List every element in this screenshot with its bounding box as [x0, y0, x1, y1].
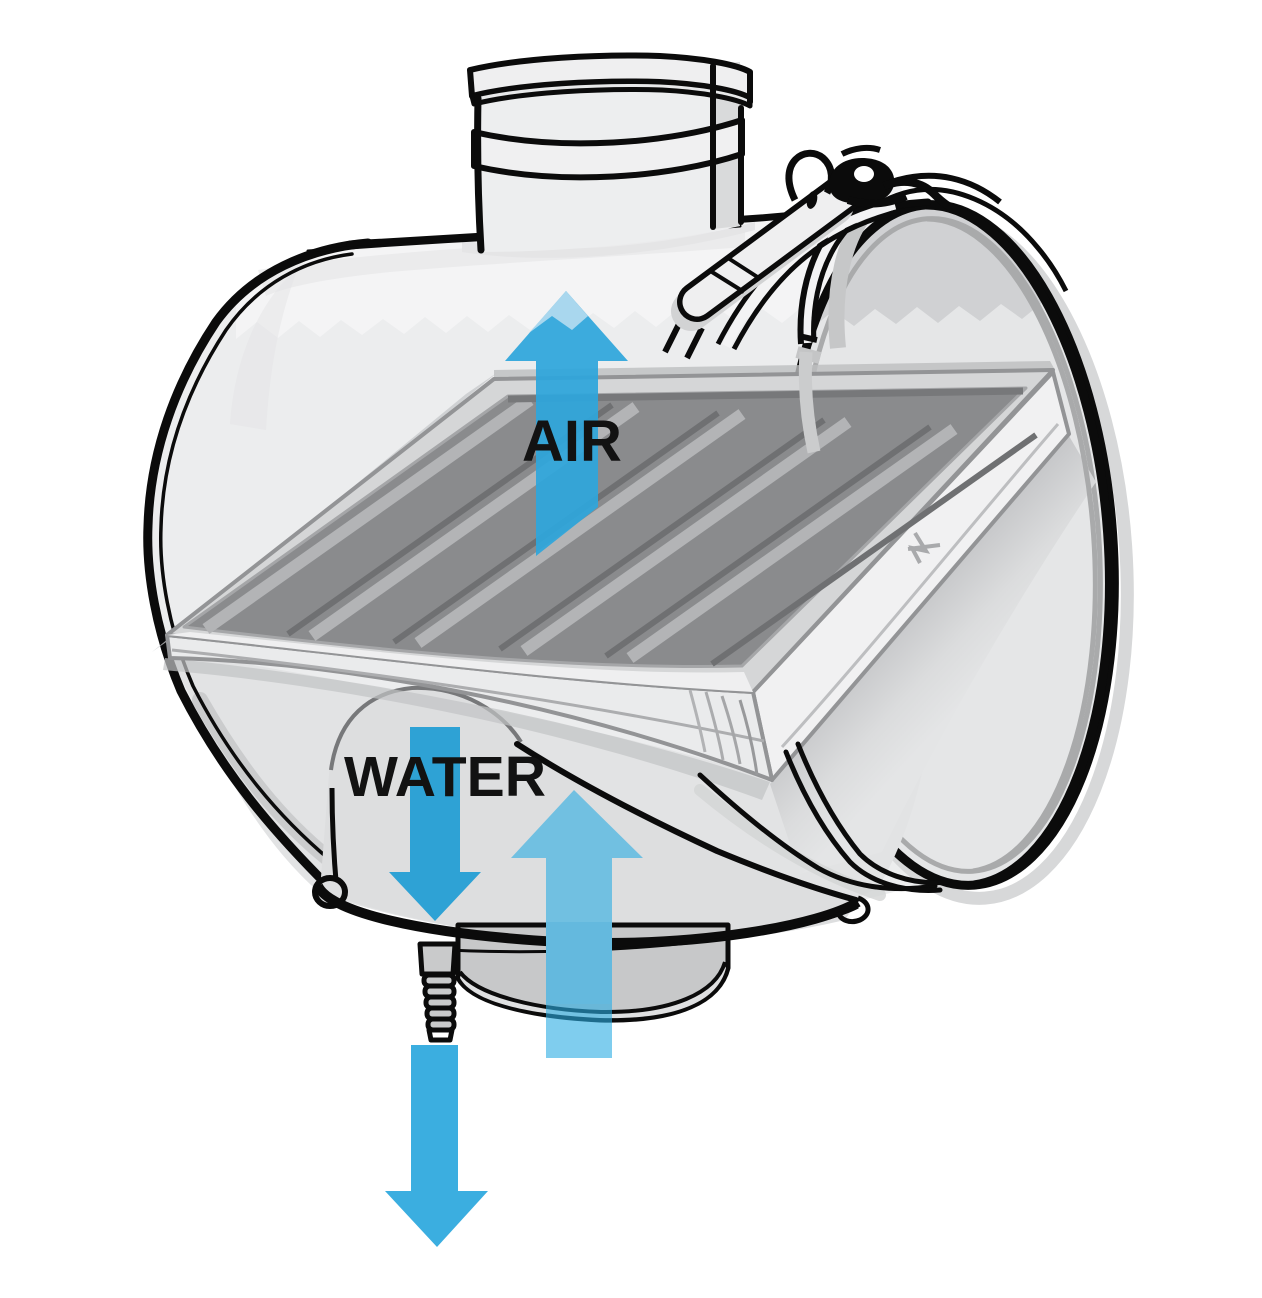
svg-text:AIR: AIR — [522, 409, 622, 474]
svg-text:WATER: WATER — [344, 745, 546, 809]
